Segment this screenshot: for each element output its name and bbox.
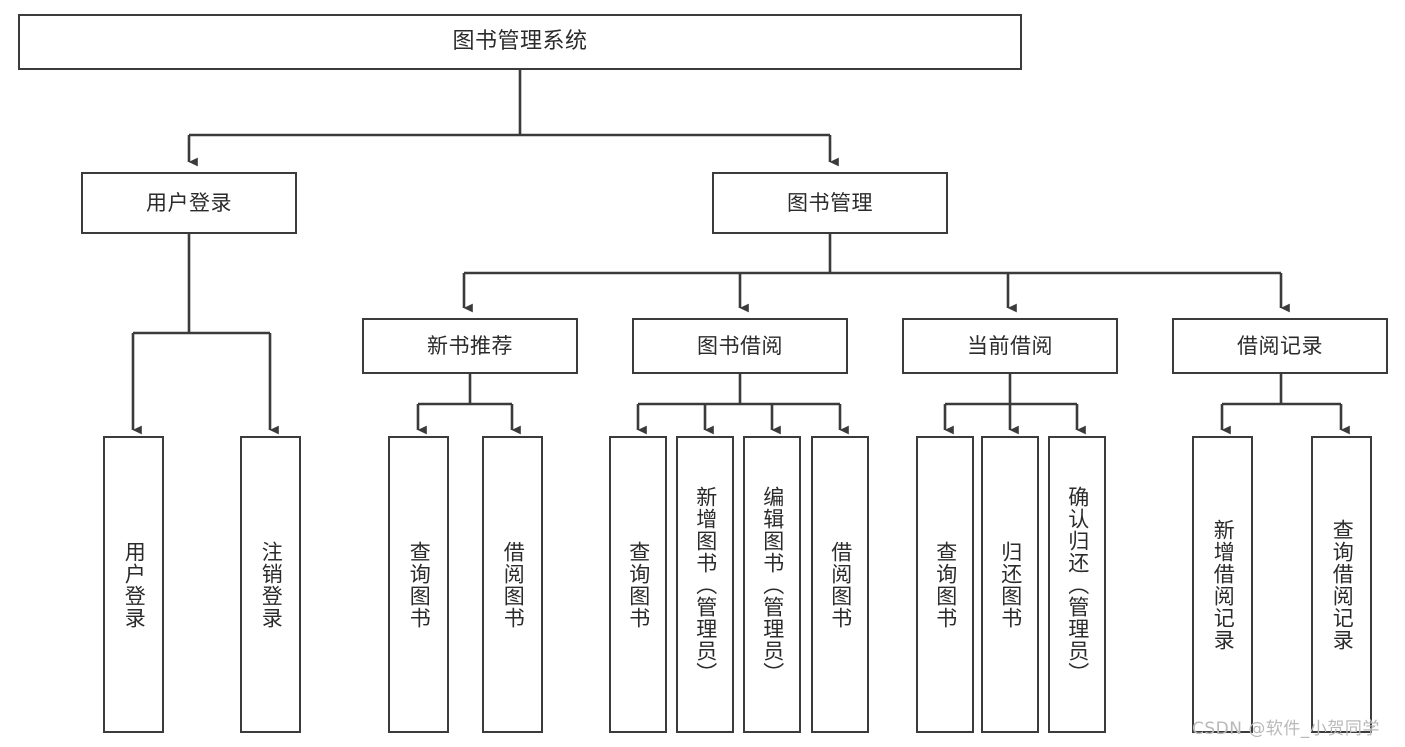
node-label: 查询图书 <box>933 540 958 629</box>
node-book-borrow[interactable]: 图书借阅 <box>632 318 848 374</box>
leaf-add-borrow-record[interactable]: 新增借阅记录 <box>1192 436 1253 733</box>
node-new-book-recommend[interactable]: 新书推荐 <box>362 318 578 374</box>
node-borrow-record[interactable]: 借阅记录 <box>1172 318 1388 374</box>
node-label: 当前借阅 <box>967 333 1053 358</box>
node-label: 借阅记录 <box>1237 333 1323 358</box>
leaf-borrow-book-recommend[interactable]: 借阅图书 <box>482 436 543 733</box>
node-label: 新书推荐 <box>427 333 513 358</box>
leaf-logout[interactable]: 注销登录 <box>240 436 301 733</box>
node-label: 借阅图书 <box>501 540 526 629</box>
node-label: 借阅图书 <box>828 540 853 629</box>
leaf-confirm-return-admin[interactable]: 确认归还（管理员） <box>1048 436 1106 733</box>
node-root-library-management-system[interactable]: 图书管理系统 <box>18 14 1022 70</box>
node-label: 用户登录 <box>122 540 147 629</box>
node-label: 查询图书 <box>626 540 651 629</box>
node-label: 查询图书 <box>407 540 432 629</box>
node-label: 归还图书 <box>998 540 1023 629</box>
leaf-return-book[interactable]: 归还图书 <box>981 436 1039 733</box>
leaf-user-login[interactable]: 用户登录 <box>103 436 164 733</box>
csdn-watermark: CSDN @软件_小贺同学 <box>1192 719 1380 739</box>
node-label: 图书借阅 <box>697 333 783 358</box>
node-label: 确认归还（管理员） <box>1065 485 1090 684</box>
leaf-edit-book-admin[interactable]: 编辑图书（管理员） <box>743 436 801 733</box>
leaf-add-book-admin[interactable]: 新增图书（管理员） <box>676 436 734 733</box>
node-current-borrow[interactable]: 当前借阅 <box>902 318 1118 374</box>
node-label: 注销登录 <box>259 540 284 629</box>
node-book-management[interactable]: 图书管理 <box>712 172 948 234</box>
node-label: 新增借阅记录 <box>1211 518 1236 651</box>
leaf-query-book-current[interactable]: 查询图书 <box>916 436 974 733</box>
leaf-query-book-borrow[interactable]: 查询图书 <box>609 436 667 733</box>
leaf-query-book-recommend[interactable]: 查询图书 <box>388 436 449 733</box>
node-label: 图书管理系统 <box>452 29 588 55</box>
leaf-query-borrow-record[interactable]: 查询借阅记录 <box>1311 436 1372 733</box>
node-label: 新增图书（管理员） <box>693 485 718 684</box>
node-label: 查询借阅记录 <box>1330 518 1355 651</box>
node-label: 用户登录 <box>146 190 232 215</box>
node-user-login[interactable]: 用户登录 <box>81 172 297 234</box>
leaf-borrow-book[interactable]: 借阅图书 <box>811 436 869 733</box>
node-label: 编辑图书（管理员） <box>760 485 785 684</box>
node-label: 图书管理 <box>787 190 873 215</box>
